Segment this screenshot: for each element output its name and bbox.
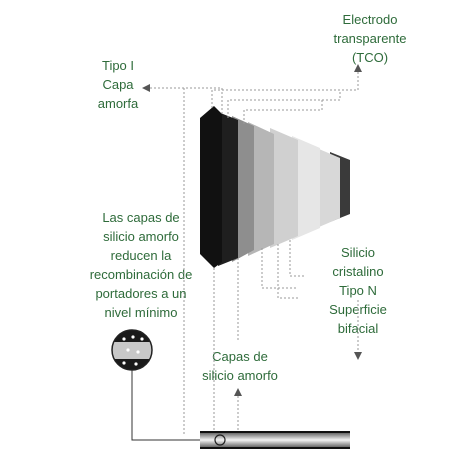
layer-crystalline-5 (292, 136, 320, 240)
magnifier-connector (131, 370, 214, 441)
arrow-to-silicio (354, 352, 362, 360)
layer-crystalline-4 (270, 128, 298, 248)
zoom-marker-circle (214, 434, 226, 446)
leader-lines (148, 70, 359, 436)
tco-electrode-label: Electrodo transparente (TCO) (333, 12, 407, 65)
type-i-amorphous-layer-label: Tipo I Capa amorfa (97, 58, 139, 111)
arrow-up-bottom (234, 388, 242, 396)
layer-stack (200, 106, 350, 268)
amorphous-silicon-layers-label: Capas de silicio amorfo (202, 349, 278, 383)
arrow-to-tco (354, 64, 362, 72)
magnifier-circle (111, 329, 153, 371)
arrow-to-tipo1 (142, 84, 150, 92)
layer-crystalline-3 (248, 122, 274, 256)
layer-amorphous-2 (218, 112, 238, 266)
amorphous-layers-recombination-label: Las capas de silicio amorfo reducen la r… (89, 210, 193, 320)
cross-section-band (200, 431, 350, 449)
layer-tco-front (200, 106, 222, 268)
